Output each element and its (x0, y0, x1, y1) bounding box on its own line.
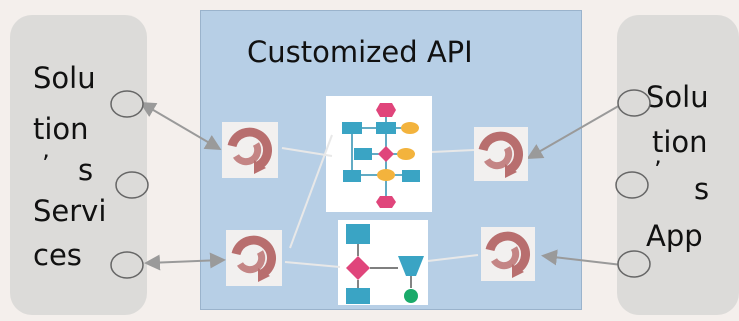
left-label-line-5: Servi (33, 194, 107, 228)
cycle-icon (222, 122, 278, 178)
cycle-icon (226, 230, 282, 286)
arrows (139, 101, 623, 271)
left-label-line-2: tion (33, 112, 89, 146)
internal-connectors (281, 134, 479, 268)
left-label-line-4: s (78, 153, 94, 187)
endpoint-circle-icon (617, 250, 651, 278)
endpoint-circle-icon (115, 171, 149, 199)
right-label-line-5: App (646, 219, 703, 253)
left-label-line-6: ces (33, 238, 82, 272)
endpoint-circle-icon (617, 89, 651, 117)
endpoint-circle-icon (110, 251, 144, 279)
left-label-line-3: ’ (42, 150, 50, 178)
right-label-line-3: ’ (654, 156, 662, 184)
left-label-line-1: Solu (33, 61, 96, 95)
endpoint-circle-icon (110, 90, 144, 118)
right-label-line-2: tion (652, 125, 708, 159)
endpoint-circle-icon (615, 171, 649, 199)
right-label-line-1: Solu (646, 80, 709, 114)
flowchart-icon (342, 103, 420, 208)
api-title: Customized API (247, 35, 473, 69)
process-diagram-icon (346, 224, 424, 304)
right-label-line-4: s (694, 172, 710, 206)
cycle-icon (481, 227, 535, 281)
cycle-icon (474, 127, 528, 181)
